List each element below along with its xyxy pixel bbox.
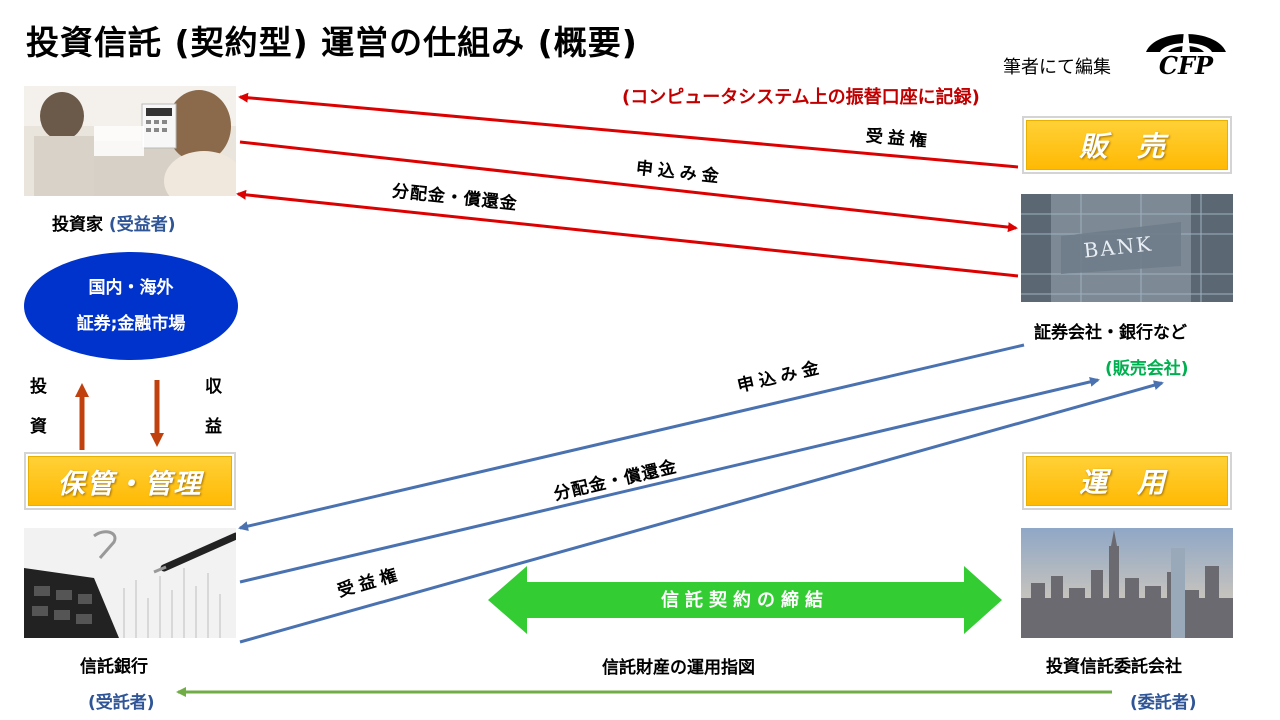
- custody-box: 保管・管理: [24, 452, 236, 510]
- arrow-distribution-mid: [239, 376, 1100, 584]
- market-line2: 証券;金融市場: [76, 314, 186, 334]
- cfp-logo-text: CFP: [1159, 51, 1214, 78]
- arrow-subscription-top: [239, 140, 1018, 233]
- market-ellipse: 国内・海外 証券;金融市場: [24, 252, 238, 360]
- contract-double-arrow: [488, 566, 1002, 634]
- management-box: 運 用: [1022, 452, 1232, 510]
- top-note: (コンピュータシステム上の振替口座に記録): [622, 87, 980, 108]
- trust-bank-role: (受託者): [88, 693, 155, 713]
- investor-photo: [24, 86, 236, 196]
- cfp-logo: CFP: [1146, 30, 1226, 78]
- invest-char-2: 資: [30, 417, 47, 437]
- arrow-distribution-top: [236, 189, 1019, 278]
- arrow-beneficial-right-mid: [239, 380, 1164, 644]
- instruction-label: 信託財産の運用指図: [602, 658, 755, 678]
- return-char-1: 収: [205, 377, 222, 397]
- investor-role: (受益者): [108, 215, 176, 235]
- bank-photo: BANK: [1021, 194, 1233, 302]
- investor-label: 投資家 (受益者): [52, 210, 175, 235]
- manager-name: 投資信託委託会社: [1046, 657, 1182, 677]
- return-char-2: 益: [205, 417, 222, 437]
- author-note: 筆者にて編集: [1003, 57, 1111, 78]
- market-line1: 国内・海外: [88, 278, 174, 298]
- contract-label: 信託契約の締結: [661, 590, 829, 611]
- trust-bank-name: 信託銀行: [80, 657, 148, 677]
- sales-box: 販 売: [1022, 116, 1232, 174]
- city-photo: [1021, 528, 1233, 638]
- trust-bank-photo: [24, 528, 236, 638]
- invest-char-1: 投: [30, 377, 47, 397]
- page-title: 投資信託 (契約型) 運営の仕組み (概要): [26, 23, 638, 62]
- seller-role: (販売会社): [1105, 359, 1189, 379]
- arrow-beneficial-right-top: [238, 92, 1019, 169]
- manager-role: (委託者): [1130, 693, 1197, 713]
- arrow-subscription-mid: [238, 343, 1025, 532]
- investor-name: 投資家: [52, 215, 103, 235]
- seller-name: 証券会社・銀行など: [1034, 323, 1187, 343]
